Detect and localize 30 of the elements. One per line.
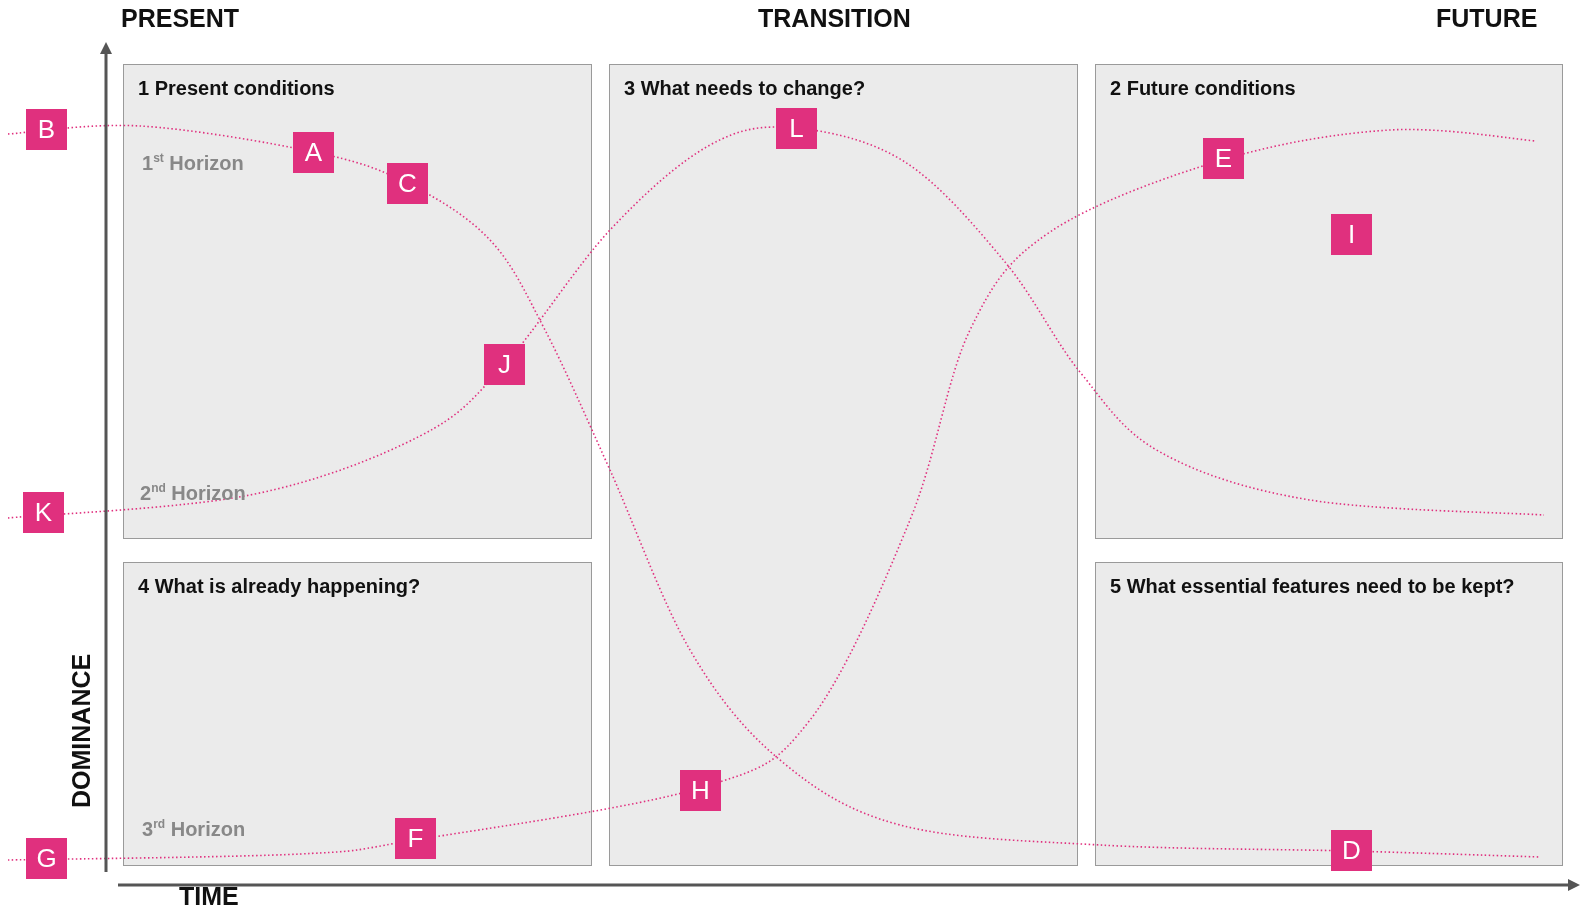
panel-box bbox=[123, 64, 592, 539]
panel-box bbox=[1095, 64, 1563, 539]
letter-marker: F bbox=[395, 818, 436, 859]
horizon-label: 2$^{nd}$ Horizon bbox=[140, 481, 246, 505]
axis-title: FUTURE bbox=[1436, 4, 1538, 33]
axis-title: DOMINANCE bbox=[67, 653, 96, 808]
horizon-label: 1$^{st}$ Horizon bbox=[142, 151, 244, 175]
letter-marker: J bbox=[484, 344, 525, 385]
letter-marker: K bbox=[23, 492, 64, 533]
letter-marker: G bbox=[26, 838, 67, 879]
axis-title: PRESENT bbox=[121, 4, 240, 33]
panel-box bbox=[123, 562, 592, 866]
axis-title: TIME bbox=[179, 882, 239, 911]
panel-box bbox=[1095, 562, 1563, 866]
panel-heading: 1 Present conditions bbox=[138, 77, 335, 100]
panel-heading: 5 What essential features need to be kept? bbox=[1110, 575, 1515, 598]
panel-heading: 4 What is already happening? bbox=[138, 575, 421, 598]
letter-marker: I bbox=[1331, 214, 1372, 255]
horizon-label: 3$^{rd}$ Horizon bbox=[142, 817, 246, 841]
letter-marker: C bbox=[387, 163, 428, 204]
panel-heading: 2 Future conditions bbox=[1110, 77, 1296, 100]
panel-box bbox=[609, 64, 1078, 866]
letter-marker: B bbox=[26, 109, 67, 150]
letter-marker: L bbox=[776, 108, 817, 149]
panel-heading: 3 What needs to change? bbox=[624, 77, 866, 100]
axis-title: TRANSITION bbox=[758, 4, 911, 33]
letter-marker: H bbox=[680, 770, 721, 811]
letter-marker: D bbox=[1331, 830, 1372, 871]
letter-marker: E bbox=[1203, 138, 1244, 179]
letter-marker: A bbox=[293, 132, 334, 173]
